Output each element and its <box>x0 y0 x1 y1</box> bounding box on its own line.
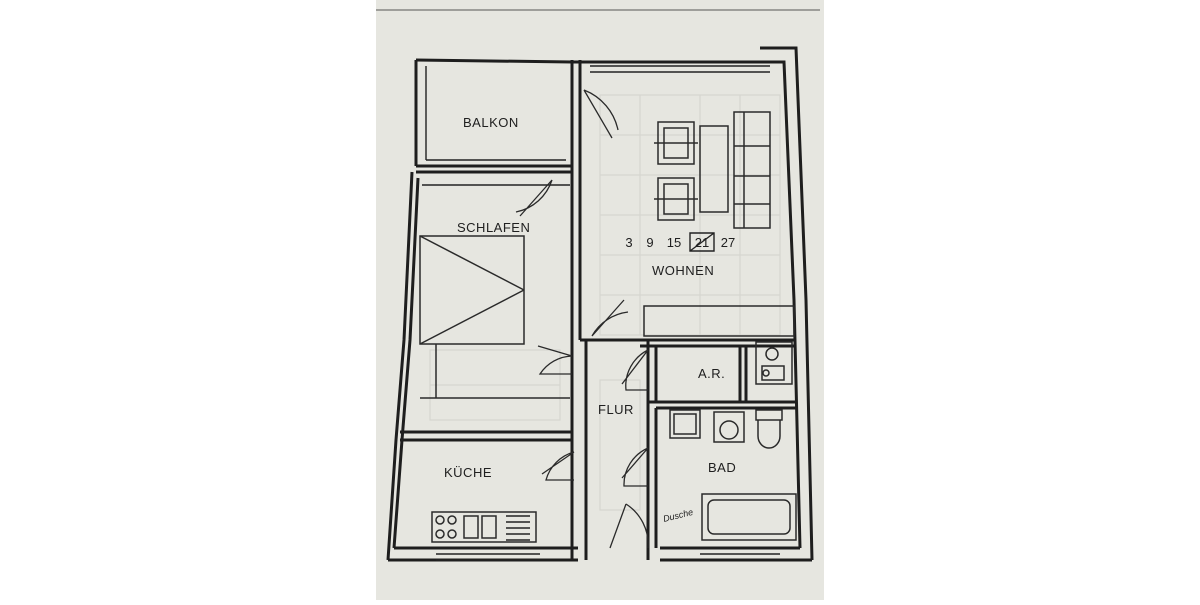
stair-number: 15 <box>667 235 681 250</box>
interior-walls <box>400 60 796 560</box>
outer-walls <box>386 46 814 562</box>
room-label-wohnen: WOHNEN <box>652 263 714 278</box>
room-label-balkon: BALKON <box>463 115 519 130</box>
stair-number: 9 <box>646 235 653 250</box>
stair-number-highlight-box <box>689 232 715 252</box>
bed <box>419 235 570 399</box>
room-label-schlafen: SCHLAFEN <box>457 220 530 235</box>
living-furniture <box>643 111 795 337</box>
windows <box>422 65 780 561</box>
stair-number: 3 <box>625 235 632 250</box>
room-label-abstellraum: A.R. <box>698 366 725 381</box>
bath-fixtures <box>669 409 797 541</box>
kitchen-counter <box>431 511 537 543</box>
doors <box>515 89 649 549</box>
room-label-kueche: KÜCHE <box>444 465 492 480</box>
stair-number: 27 <box>721 235 735 250</box>
utility-appliance <box>755 341 793 385</box>
balcony-railing <box>425 66 566 161</box>
background-bleed-pattern <box>429 94 781 511</box>
room-label-flur: FLUR <box>598 402 634 417</box>
room-label-bad: BAD <box>708 460 736 475</box>
